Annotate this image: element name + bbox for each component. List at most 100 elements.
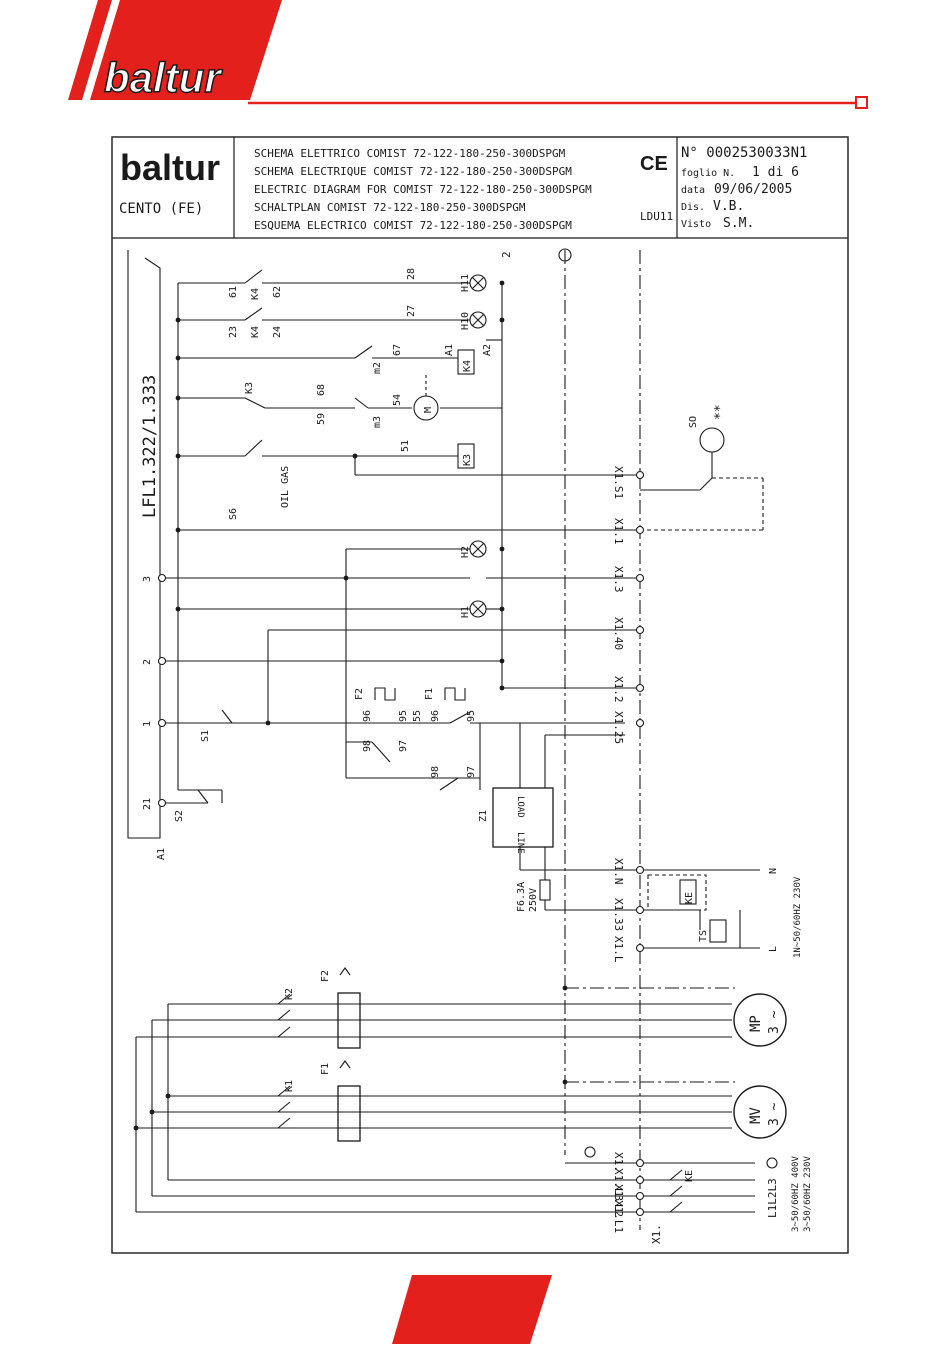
terminal-x1-l1: X1.L1 [612, 1200, 625, 1233]
label-h2: H2 [460, 546, 471, 558]
wire-61: 61 [228, 286, 239, 298]
date-value: 09/06/2005 [714, 182, 792, 197]
title-block-location: CENTO (FE) [119, 201, 203, 217]
red-logo-band [90, 0, 282, 100]
label-line: LINE [515, 832, 525, 854]
terminal-x1-l3: X1.L3 [612, 1168, 625, 1201]
drawing-frame [111, 136, 849, 1254]
terminal-x1-1: X1.1 [612, 518, 625, 545]
label-k4-top: K4 [250, 288, 261, 300]
label-oil-gas: OIL GAS [280, 466, 291, 508]
label-z1: Z1 [478, 810, 489, 822]
supply-three-phase-400: 3~50/60HZ 400V [791, 1156, 801, 1232]
label-f2-top: F2 [354, 688, 365, 700]
terminal-x1-2: X1.2 [612, 676, 625, 703]
label-so-note: ** [713, 404, 728, 420]
ce-mark: CE [640, 153, 668, 175]
label-2: 2 [500, 251, 513, 258]
document-number: N° 0002530033N1 [681, 145, 807, 161]
wire-98-f2: 98 [362, 740, 373, 752]
label-mp-sub: 3 ~ [767, 1010, 782, 1034]
wire-51: 51 [400, 440, 411, 452]
drawn-value: V.B. [713, 199, 744, 214]
label-k3: K3 [244, 382, 255, 394]
drawing-code: LDU11 [640, 210, 673, 223]
wire-67: 67 [392, 344, 403, 356]
supply-n: N [768, 868, 779, 874]
label-a2: A2 [482, 344, 493, 356]
label-x1-strip: X1. [650, 1224, 663, 1244]
diagram-labels: LFL1.322/1.333 A1 3 2 1 21 28 27 67 68 5… [140, 251, 813, 1244]
wire-97-f2: 97 [398, 740, 409, 752]
label-k2: K2 [284, 988, 295, 1000]
label-fuse-voltage: 250V [528, 888, 539, 912]
label-load: LOAD [515, 796, 525, 818]
wire-68: 68 [316, 384, 327, 396]
label-s1: S1 [200, 730, 211, 742]
drawn-label: Dis. [681, 202, 705, 213]
title-line-1: SCHEMA ELETTRICO COMIST 72-122-180-250-3… [254, 147, 566, 160]
terminal-x1-3: X1.3 [612, 566, 625, 593]
label-f1-top: F1 [424, 688, 435, 700]
label-f1: F1 [320, 1063, 331, 1075]
supply-single-phase: 1N~50/60HZ 230V [793, 876, 803, 958]
label-m3: m3 [372, 416, 383, 428]
terminal-x1-l: X1.L [612, 936, 625, 963]
footer-red-tab [392, 1275, 552, 1344]
label-ke-supply: KE [684, 1170, 695, 1182]
label-k4-coil: K4 [462, 360, 473, 372]
wire-55: 55 [412, 710, 423, 722]
label-ke: KE [684, 892, 695, 904]
wire-98-f1: 98 [430, 766, 441, 778]
wire-62: 62 [272, 286, 283, 298]
title-line-5: ESQUEMA ELECTRICO COMIST 72-122-180-250-… [254, 219, 572, 232]
sheet-label: foglio N. [681, 168, 735, 179]
label-a1: A1 [444, 344, 455, 356]
title-block: baltur CENTO (FE) SCHEMA ELETTRICO COMIS… [112, 137, 848, 239]
terminal-x1-l2: X1.L2 [612, 1184, 625, 1217]
wire-95-f1: 95 [466, 710, 477, 722]
checked-label: Visto [681, 219, 711, 230]
label-fuse: F6.3A [516, 882, 527, 912]
label-motor-m: M [423, 407, 434, 413]
title-line-4: SCHALTPLAN COMIST 72-122-180-250-300DSPG… [254, 201, 526, 214]
date-label: data [681, 185, 705, 196]
label-h11: H11 [460, 274, 471, 292]
header-rule-end-square [855, 96, 868, 109]
terminal-x1-33: X1.33 [612, 898, 625, 931]
terminal-x1-n: X1.N [612, 858, 625, 885]
label-h10: H10 [460, 312, 471, 330]
label-f2: F2 [320, 970, 331, 982]
wire-23: 23 [228, 326, 239, 338]
wire-28: 28 [406, 268, 417, 280]
controller-terminal-2: 2 [142, 659, 153, 665]
label-h1: H1 [460, 606, 471, 618]
controller-terminal-1: 1 [142, 721, 153, 727]
wire-59: 59 [316, 413, 327, 425]
indicator-lamps [469, 274, 487, 618]
wire-97-f1: 97 [466, 766, 477, 778]
terminal-x1-25: X1.25 [612, 711, 625, 744]
label-s2: S2 [174, 810, 185, 822]
wire-54: 54 [392, 394, 403, 406]
wire-27: 27 [406, 305, 417, 317]
label-ts: TS [698, 930, 709, 942]
label-m2: m2 [372, 362, 383, 374]
supply-three-phase-lines: L1L2L3 [766, 1178, 779, 1218]
terminal-x1-earth: X1. [612, 1152, 625, 1172]
wire-24: 24 [272, 326, 283, 338]
sheet-value: 1 di 6 [752, 165, 799, 180]
wire-96-f1: 96 [430, 710, 441, 722]
terminal-x1-s1: X1.S1 [612, 466, 625, 499]
title-line-3: ELECTRIC DIAGRAM FOR COMIST 72-122-180-2… [254, 183, 592, 196]
controller-terminal-21: 21 [142, 798, 153, 810]
label-mp: MP [748, 1015, 764, 1032]
controller-ref: A1 [156, 848, 167, 860]
controller-terminal-3: 3 [142, 576, 153, 582]
header-logo: baltur [68, 0, 282, 102]
supply-l: L [768, 946, 779, 952]
supply-three-phase-230: 3~50/60HZ 230V [803, 1156, 813, 1232]
title-block-company: baltur [120, 147, 220, 188]
